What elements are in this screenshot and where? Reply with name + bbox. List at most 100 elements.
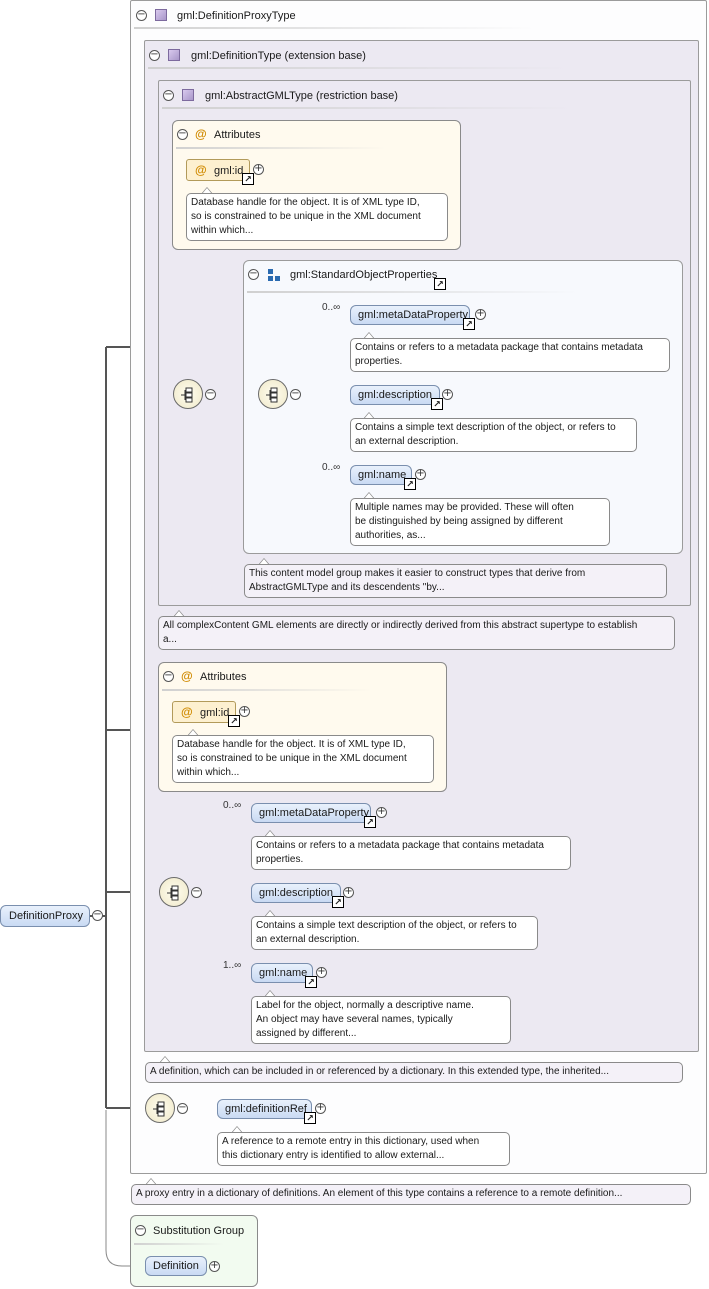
element-description-outer[interactable]: gml:description — [251, 883, 341, 903]
header-divider — [134, 1243, 224, 1245]
doc-line: a... — [163, 634, 177, 645]
doc-line: assigned by different... — [256, 1028, 357, 1039]
expand-icon[interactable]: + — [415, 468, 426, 480]
doc-pointer — [173, 610, 185, 617]
doc-line: All complexContent GML elements are dire… — [163, 620, 638, 631]
expand-icon[interactable]: + — [343, 886, 354, 898]
doc-pointer — [201, 187, 213, 194]
description-doc-outer: Contains a simple text description of th… — [251, 916, 538, 950]
doc-pointer — [264, 830, 276, 837]
sequence-compositor-icon[interactable] — [173, 379, 203, 409]
expand-icon[interactable]: + — [315, 1102, 326, 1114]
header-divider — [148, 67, 568, 69]
doc-pointer — [363, 492, 375, 499]
element-definition[interactable]: Definition — [145, 1256, 207, 1276]
sequence-compositor-icon[interactable] — [258, 379, 288, 409]
doc-line: within which... — [191, 225, 254, 236]
header-divider — [134, 27, 534, 29]
sequence-compositor-icon[interactable] — [145, 1093, 175, 1123]
doc-pointer — [145, 1178, 157, 1185]
doc-line: this dictionary entry is identified to a… — [222, 1150, 445, 1161]
doc-pointer — [264, 910, 276, 917]
expand-icon[interactable]: + — [376, 806, 387, 818]
doc-line: authorities, as... — [355, 530, 426, 541]
link-arrow-icon[interactable]: ↗ — [431, 398, 443, 410]
expand-icon[interactable]: + — [442, 388, 453, 400]
attr-id-label: gml:id — [200, 707, 230, 719]
occurs-label: 1..∞ — [223, 960, 242, 971]
collapse-icon[interactable]: − — [191, 886, 202, 898]
element-definition-ref[interactable]: gml:definitionRef — [217, 1099, 312, 1119]
doc-line: A reference to a remote entry in this di… — [222, 1136, 480, 1147]
attribute-icon: @ — [195, 127, 207, 141]
link-arrow-icon[interactable]: ↗ — [304, 1112, 316, 1124]
doc-pointer — [187, 729, 199, 736]
link-arrow-icon[interactable]: ↗ — [228, 715, 240, 727]
definition-type-doc: A definition, which can be included in o… — [145, 1062, 683, 1083]
doc-line: Database handle for the object. It is of… — [191, 197, 420, 208]
header-divider — [162, 689, 372, 691]
element-meta-data-property-outer[interactable]: gml:metaDataProperty — [251, 803, 371, 823]
doc-line: be distinguished by being assigned by di… — [355, 516, 563, 527]
element-meta-data-property-inner[interactable]: gml:metaDataProperty — [350, 305, 470, 325]
collapse-icon[interactable]: − — [149, 49, 160, 61]
link-arrow-icon[interactable]: ↗ — [434, 278, 446, 290]
abstract-type-doc: All complexContent GML elements are dire… — [158, 616, 675, 650]
doc-line: so is constrained to be unique in the XM… — [191, 211, 421, 222]
link-arrow-icon[interactable]: ↗ — [242, 173, 254, 185]
occurs-label: 0..∞ — [223, 800, 242, 811]
meta-data-property-doc-inner: Contains or refers to a metadata package… — [350, 338, 670, 372]
collapse-icon[interactable]: − — [248, 268, 259, 280]
meta-data-property-doc-outer: Contains or refers to a metadata package… — [251, 836, 571, 870]
doc-line: properties. — [256, 854, 304, 865]
link-arrow-icon[interactable]: ↗ — [305, 976, 317, 988]
collapse-icon[interactable]: − — [163, 89, 174, 101]
standard-props-label: gml:StandardObjectProperties — [290, 269, 438, 281]
collapse-icon[interactable]: − — [177, 1102, 188, 1114]
expand-icon[interactable]: + — [316, 966, 327, 978]
attr-id-label: gml:id — [214, 165, 244, 177]
collapse-icon[interactable]: − — [163, 670, 174, 682]
attributes-label: Attributes — [214, 129, 261, 141]
link-arrow-icon[interactable]: ↗ — [463, 318, 475, 330]
attr-gml-id-outer[interactable]: @ gml:id — [172, 701, 236, 723]
doc-pointer — [159, 1056, 171, 1063]
collapse-icon[interactable]: − — [177, 128, 188, 140]
attr-id-doc-outer: Database handle for the object. It is of… — [172, 735, 434, 783]
link-arrow-icon[interactable]: ↗ — [332, 896, 344, 908]
complex-type-icon — [182, 89, 194, 101]
collapse-icon[interactable]: − — [135, 1224, 146, 1236]
collapse-icon[interactable]: − — [136, 9, 147, 21]
definition-type-label: gml:DefinitionType (extension base) — [191, 50, 366, 62]
attribute-icon: @ — [195, 163, 207, 177]
collapse-icon[interactable]: − — [92, 909, 103, 921]
sequence-compositor-icon[interactable] — [159, 877, 189, 907]
collapse-icon[interactable]: − — [205, 388, 216, 400]
expand-icon[interactable]: + — [475, 308, 486, 320]
element-description-inner[interactable]: gml:description — [350, 385, 440, 405]
root-element-definition-proxy[interactable]: DefinitionProxy — [0, 905, 90, 927]
doc-line: properties. — [355, 356, 403, 367]
element-name-inner[interactable]: gml:name — [350, 465, 412, 485]
occurs-label: 0..∞ — [322, 302, 341, 313]
link-arrow-icon[interactable]: ↗ — [404, 478, 416, 490]
standard-props-doc: This content model group makes it easier… — [244, 564, 667, 598]
expand-icon[interactable]: + — [253, 163, 264, 175]
doc-line: Contains a simple text description of th… — [256, 920, 517, 931]
attr-gml-id-inner[interactable]: @ gml:id — [186, 159, 250, 181]
element-name-outer[interactable]: gml:name — [251, 963, 313, 983]
link-arrow-icon[interactable]: ↗ — [364, 816, 376, 828]
doc-line: an external description. — [256, 934, 360, 945]
doc-line: within which... — [177, 767, 240, 778]
expand-icon[interactable]: + — [209, 1260, 220, 1272]
proxy-type-doc: A proxy entry in a dictionary of definit… — [131, 1184, 691, 1205]
doc-line: Database handle for the object. It is of… — [177, 739, 406, 750]
doc-line: Label for the object, normally a descrip… — [256, 1000, 474, 1011]
attributes-label: Attributes — [200, 671, 247, 683]
expand-icon[interactable]: + — [239, 705, 250, 717]
doc-line: AbstractGMLType and its descendents "by.… — [249, 582, 445, 593]
abstract-type-label: gml:AbstractGMLType (restriction base) — [205, 90, 398, 102]
collapse-icon[interactable]: − — [290, 388, 301, 400]
header-divider — [247, 291, 577, 293]
group-icon — [268, 269, 280, 281]
